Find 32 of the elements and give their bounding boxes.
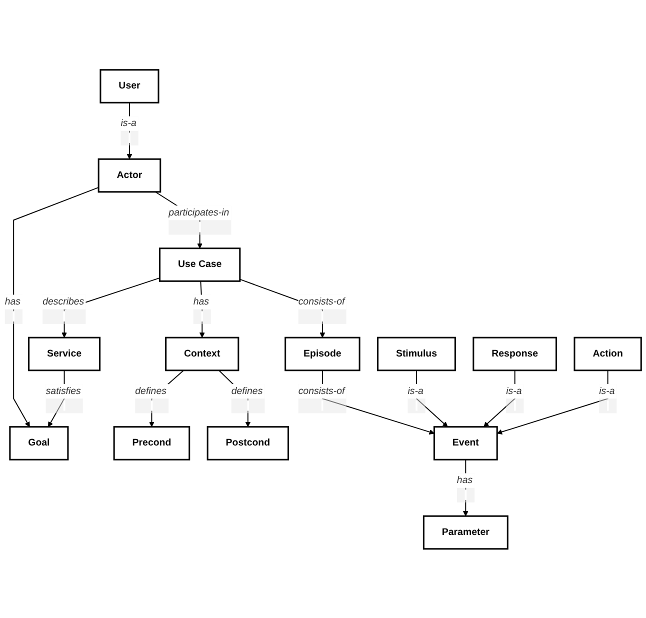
edge-label: participates-in xyxy=(168,206,230,218)
edge-label: has xyxy=(193,296,210,307)
edge-label: defines xyxy=(135,385,166,396)
node-box: Event xyxy=(433,426,498,460)
node-box: Actor xyxy=(98,158,162,192)
edge-label: consists-of xyxy=(298,385,345,396)
node-box: Precond xyxy=(113,426,190,460)
edge-label: defines xyxy=(231,385,263,396)
node-box: Goal xyxy=(9,426,69,460)
node-box: Action xyxy=(574,336,642,371)
node-box: Episode xyxy=(284,336,360,371)
edge-label: is-a xyxy=(408,385,424,396)
arrow xyxy=(416,370,448,427)
node-box: Parameter xyxy=(422,514,508,550)
edge-label: describes xyxy=(42,296,84,307)
edge-label: is-a xyxy=(599,385,615,396)
node-box: User xyxy=(100,68,160,104)
arrow xyxy=(322,370,434,434)
edge-label: is-a xyxy=(120,118,136,128)
node-box: Context xyxy=(165,336,240,371)
node-box: Use Case xyxy=(158,247,241,282)
edge-label: has xyxy=(456,474,473,486)
edge-label: is-a xyxy=(506,385,522,396)
node-box: Stimulus xyxy=(377,336,456,371)
edge-label: has xyxy=(4,296,21,307)
node-box: Service xyxy=(28,336,101,371)
arrow xyxy=(483,370,516,427)
edge-label: consists-of xyxy=(298,296,345,307)
node-box: Response xyxy=(472,336,558,371)
edge-label: satisfies xyxy=(46,385,81,396)
node-box: Postcond xyxy=(206,426,290,460)
arrow xyxy=(496,370,608,434)
